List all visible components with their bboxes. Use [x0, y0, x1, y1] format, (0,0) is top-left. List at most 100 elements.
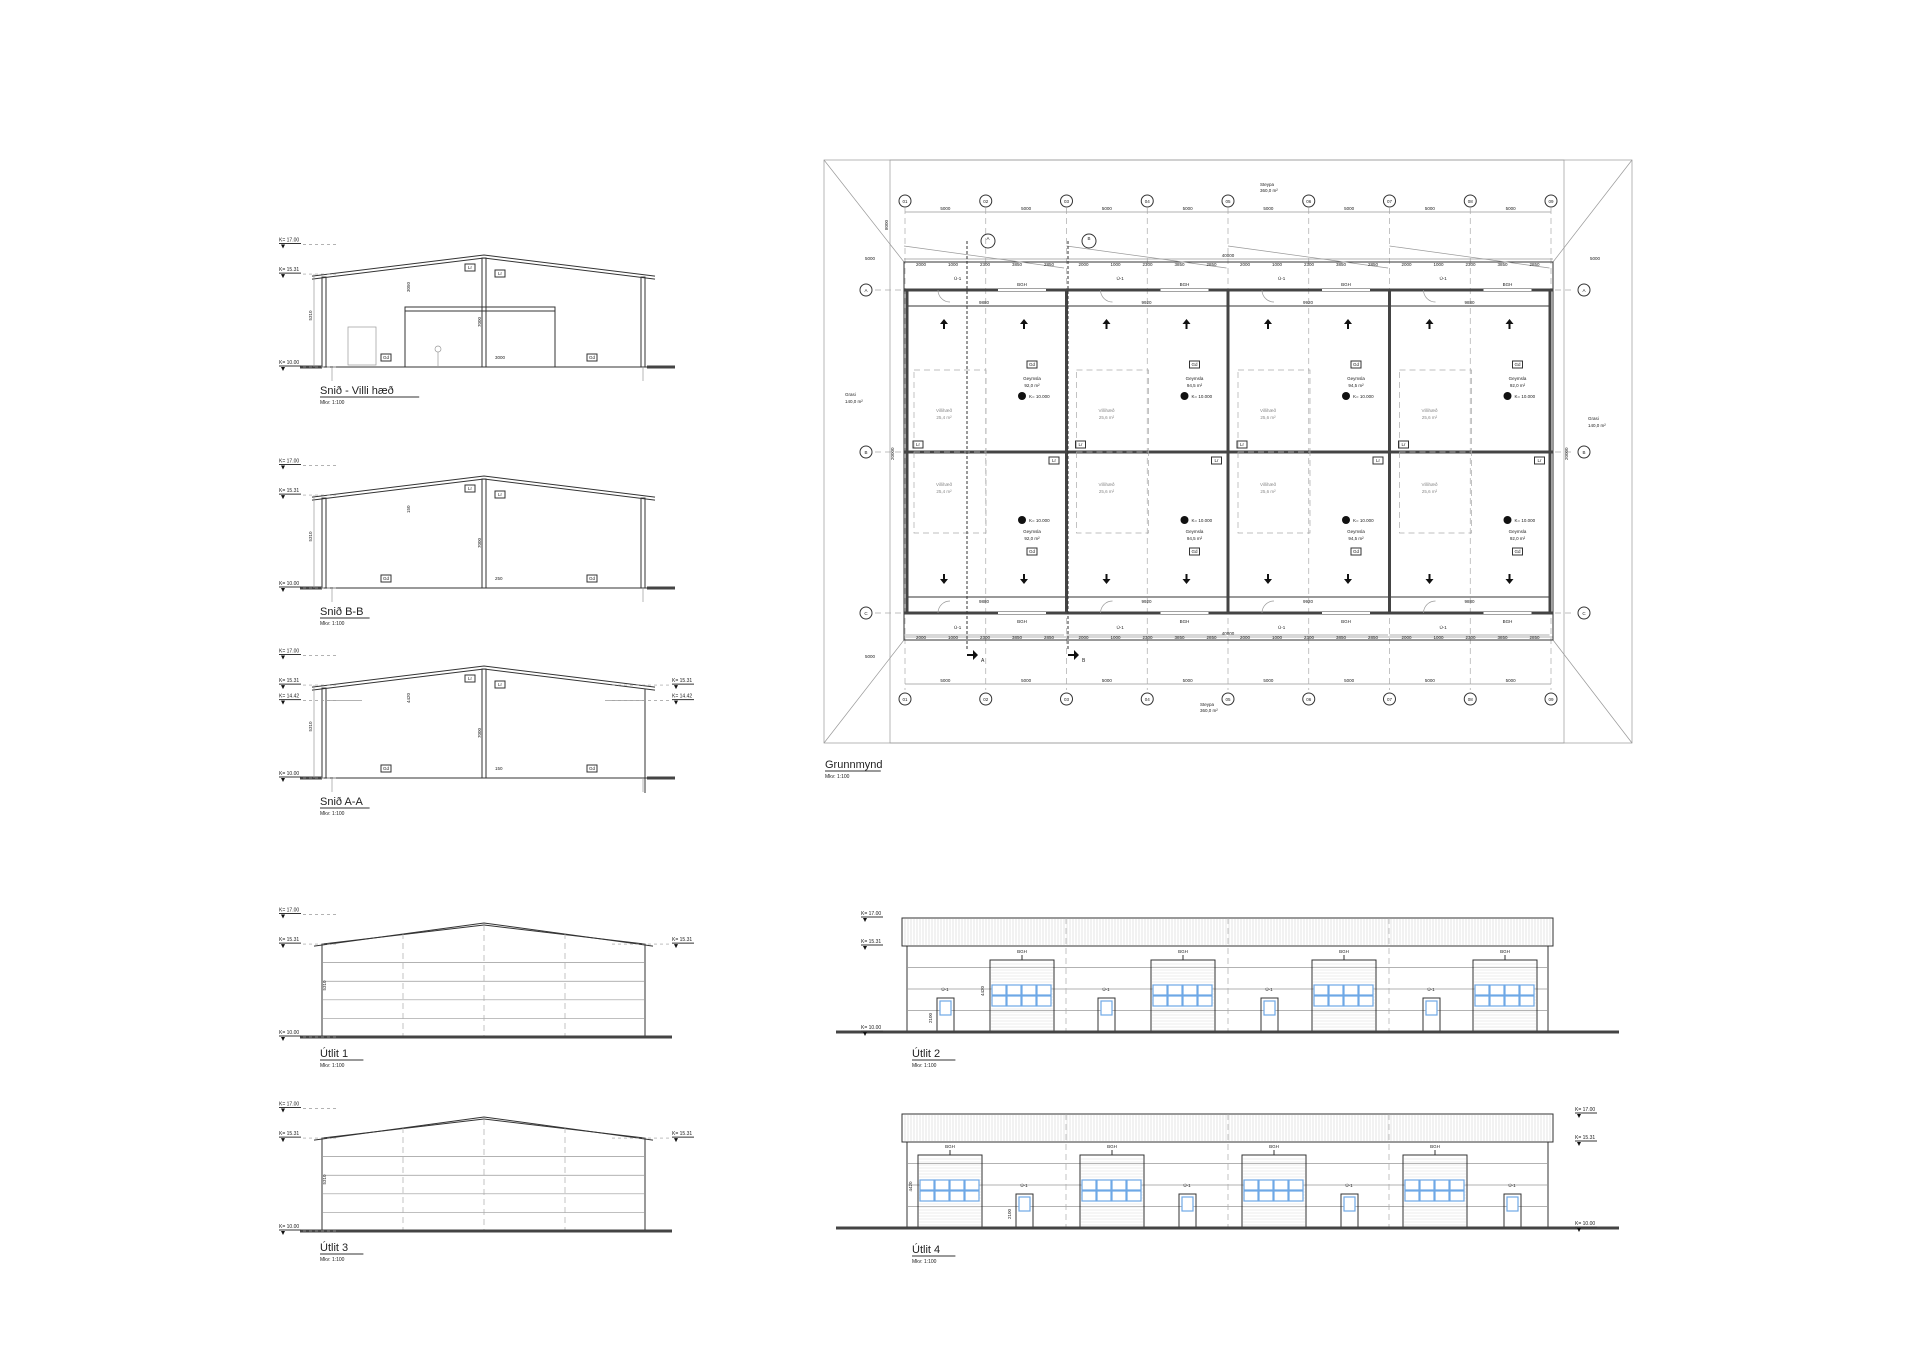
gate-window [1182, 995, 1198, 1007]
concrete-label: Steypa [1200, 702, 1215, 707]
grid-label: 07 [1387, 697, 1393, 702]
center-column [481, 478, 487, 589]
material-tag-box [494, 490, 506, 499]
door-window [1018, 1196, 1031, 1212]
dimension-text: 5000 [1102, 206, 1113, 211]
drawing-scale: Mkv: 1:100 [320, 400, 345, 406]
section-arrow-icon [967, 650, 978, 660]
level-triangle-icon [281, 1231, 285, 1235]
level-triangle-icon [281, 944, 285, 949]
level-label: K= 15.31 [672, 678, 692, 684]
grid-label: B [864, 450, 867, 455]
gate-window [1313, 995, 1329, 1007]
floor-level-label: K= 10.000 [1353, 394, 1374, 399]
level-triangle-icon [863, 918, 867, 922]
dimension-text: 9920 [1303, 599, 1314, 604]
level-symbol-icon [1018, 516, 1026, 524]
grid-bubble [1383, 692, 1396, 706]
dimension-text: 2000 [1240, 262, 1251, 267]
material-tag-box [586, 353, 598, 362]
dimension-text: 5310 [308, 310, 313, 321]
dimension-text: 150 [406, 505, 411, 513]
grass-area: 140,0 m² [845, 399, 863, 404]
dimension-text: 40000 [1222, 631, 1235, 636]
material-tag-box [1189, 360, 1200, 369]
direction-arrow-icon [1020, 574, 1028, 584]
level-triangle-icon [674, 700, 678, 705]
grass-area: 140,0 m² [1588, 423, 1606, 428]
direction-arrow-icon [1505, 574, 1514, 584]
level-label: K= 10.00 [279, 1030, 299, 1036]
gate-window [1258, 1179, 1274, 1191]
room-area: 92,0 m² [1024, 536, 1040, 541]
level-triangle-icon [674, 1138, 678, 1143]
door-label: Ú-1 [1508, 1182, 1516, 1188]
level-triangle-icon [674, 944, 678, 949]
gate-window [1449, 1190, 1465, 1202]
level-label: K= 17.00 [861, 911, 881, 917]
gate-window [919, 1190, 935, 1202]
gate-window [1167, 984, 1183, 996]
direction-arrow-icon [1264, 574, 1272, 584]
grid-bubble [1463, 194, 1477, 208]
grid-label: 09 [1548, 697, 1554, 702]
dimension-text: 2000 [1079, 262, 1090, 267]
drawing-scale: Mkv: 1:100 [320, 1063, 345, 1069]
room-name: Villihæð [1422, 481, 1438, 487]
gate-window [1081, 1179, 1097, 1191]
grid-bubble [1577, 606, 1591, 620]
grid-label: C [1582, 611, 1586, 616]
room-name: Villihæð [936, 407, 952, 413]
gate-window [1343, 995, 1359, 1007]
gate-window [1111, 1179, 1127, 1191]
gate-window [1273, 1190, 1289, 1202]
slope-line [823, 159, 905, 263]
door-label: Ú-1 [954, 624, 962, 630]
dimension-text: 150 [495, 766, 503, 771]
material-tag-box [380, 353, 392, 362]
gate-window [1243, 1190, 1259, 1202]
grid-label: 07 [1387, 199, 1393, 204]
material-tag: Gd [1029, 549, 1036, 554]
grid-bubble [1221, 692, 1235, 706]
door-label: Ú-1 [1265, 986, 1273, 992]
concrete-label: Steypa [1260, 182, 1275, 187]
drawing-title: Snið B-B [320, 606, 363, 618]
floor-level-label: K= 10.000 [1515, 518, 1536, 523]
dimension-text: 3850 [1175, 262, 1186, 267]
gate-window [1358, 984, 1374, 996]
door-label: Ú-1 [1278, 624, 1286, 630]
dimension-text: 2850 [1207, 635, 1218, 640]
gate-window [1197, 995, 1213, 1007]
forklift-outline [347, 326, 377, 366]
door-label: Ú-1 [1117, 624, 1125, 630]
dimension-text: 3850 [1336, 635, 1347, 640]
drawing-title: Útlit 3 [320, 1241, 348, 1254]
grid-bubble [859, 445, 873, 459]
center-column [481, 257, 487, 368]
section-marker-bubble [980, 233, 996, 249]
material-tag: Lr [1537, 458, 1542, 463]
grid-bubble [898, 692, 912, 706]
gate-window [1258, 1190, 1274, 1202]
roof-fascia [901, 1113, 1554, 1143]
material-tag-box [1236, 440, 1248, 449]
gate-window [1434, 1190, 1450, 1202]
room-area: 92,0 m² [1510, 383, 1526, 388]
direction-arrow-icon [1182, 574, 1191, 584]
dimension-text: 7000 [477, 316, 482, 327]
material-tag: Lr [468, 265, 473, 270]
gate-window [1006, 995, 1022, 1007]
gate-window [1006, 984, 1022, 996]
gate-label: BGH [1017, 282, 1027, 287]
room-name: Villihæð [936, 481, 952, 487]
level-triangle-icon [863, 1032, 867, 1036]
dimension-text: 5000 [1183, 206, 1194, 211]
grid-bubble [898, 194, 912, 208]
dimension-text: 2300 [980, 262, 991, 267]
gate-window [1126, 1179, 1142, 1191]
grid-bubble [1577, 445, 1591, 459]
